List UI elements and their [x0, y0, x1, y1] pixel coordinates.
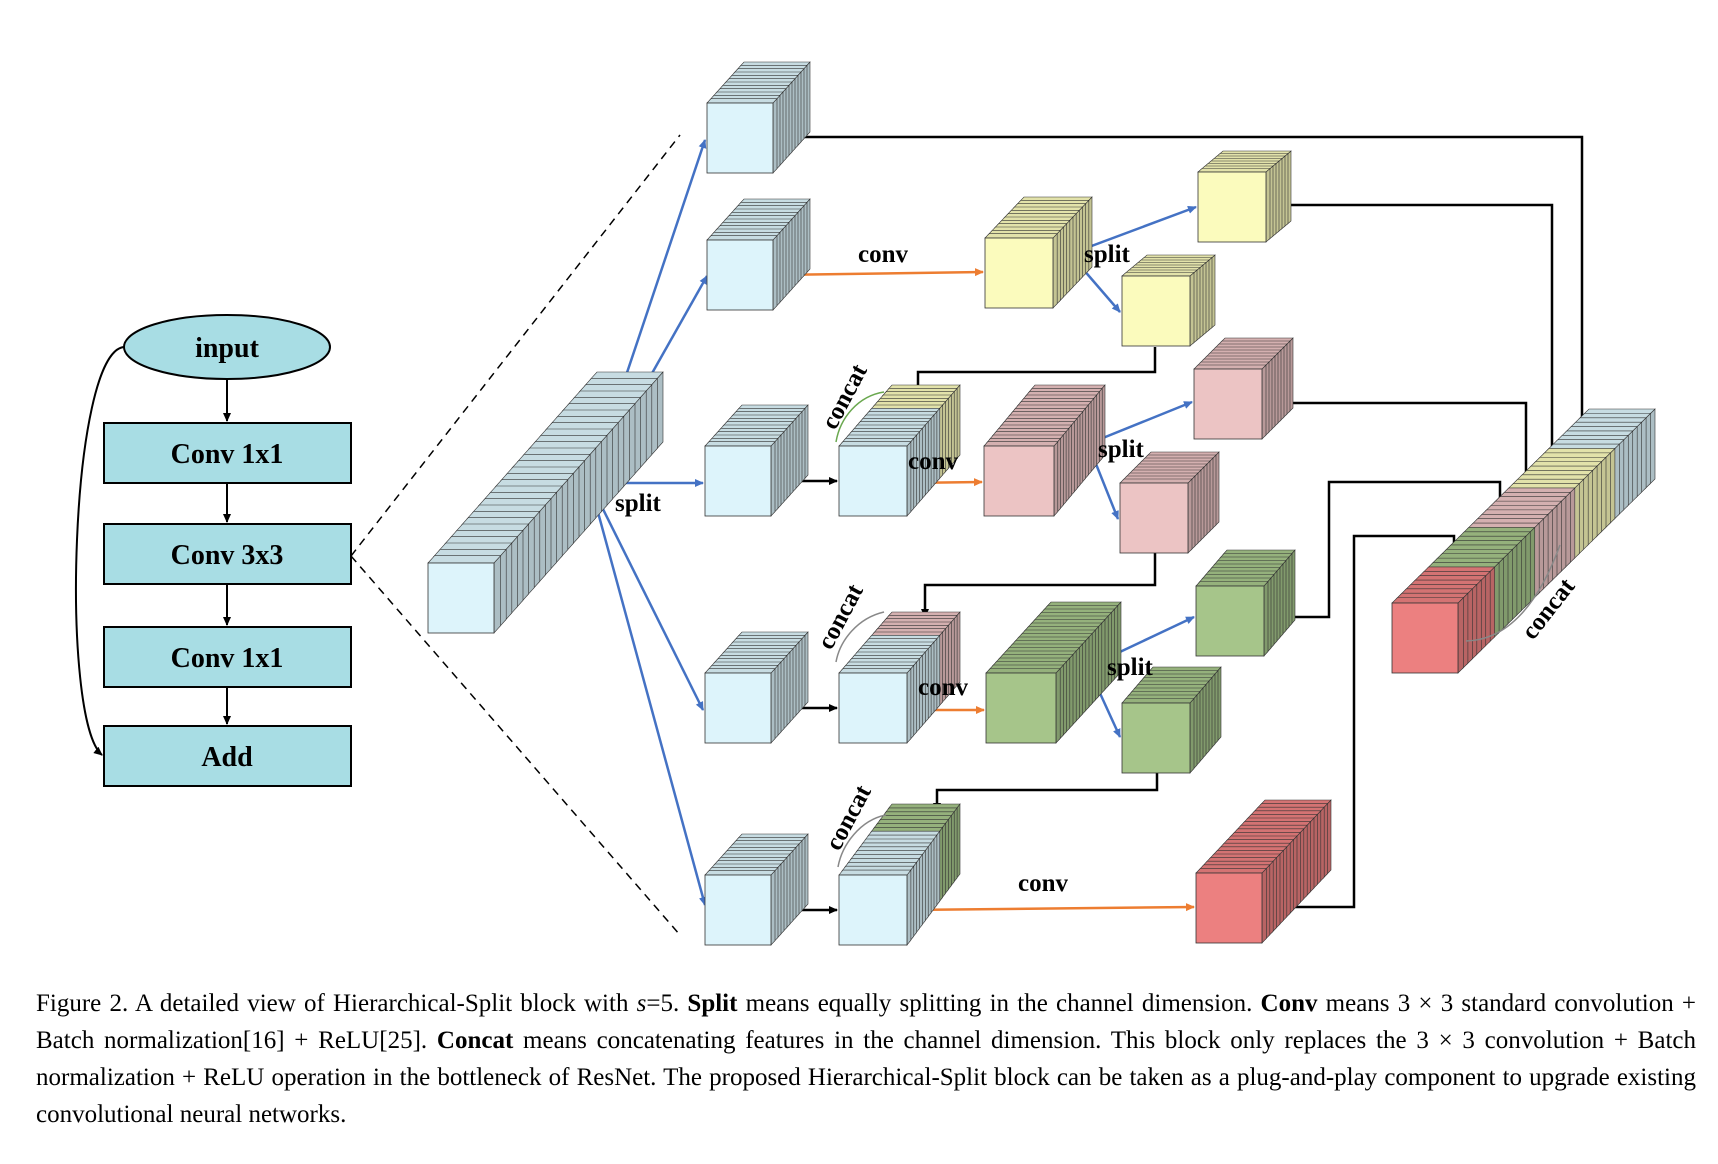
- split-arrow-5: [588, 482, 707, 906]
- subsplit-row4-bottom: [1121, 666, 1222, 774]
- final-output-tensor-front-face: [1391, 602, 1459, 674]
- split-4-tensor-front-face: [704, 672, 772, 744]
- conv-arrow-row2: [774, 268, 984, 277]
- conv-out-row2: [984, 196, 1093, 309]
- conv-out-row2-front-face: [984, 237, 1054, 309]
- concat-row4-front-face: [838, 672, 908, 744]
- subsplit-row3-bottom-front-face: [1119, 482, 1189, 554]
- feed-arrow-row4: [933, 773, 1159, 812]
- add-box: [103, 725, 352, 787]
- split-4-tensor: [704, 631, 809, 744]
- residual-arrow: [75, 346, 125, 756]
- subsplit-row3-bottom: [1119, 451, 1220, 554]
- split-label-row3: split: [1098, 436, 1145, 463]
- final-arrow-4: [1270, 480, 1504, 619]
- split-1-tensor-front-face: [706, 102, 774, 174]
- concat-row3: [838, 384, 961, 517]
- feed-arrow-row3: [921, 553, 1157, 618]
- final-output-tensor: [1391, 408, 1656, 674]
- caption-s-val: =5.: [646, 990, 688, 1017]
- subsplit-row2-bottom: [1121, 254, 1216, 347]
- final-arrow-2: [1265, 203, 1556, 461]
- concat-arc-final: [1465, 544, 1561, 642]
- conv-label-row4: conv: [918, 674, 969, 701]
- subsplit-row3-up: [1087, 400, 1193, 446]
- concat-arc-row4: [835, 611, 885, 663]
- feed-arrow-row2: [914, 347, 1157, 397]
- conv-out-row3-front-face: [983, 445, 1055, 517]
- zoom-line-bottom: [350, 555, 681, 936]
- split-arrow-4: [588, 482, 705, 711]
- conv1x1b-box: [103, 626, 352, 688]
- feature-tensors: [427, 61, 1656, 946]
- caption-conv-term: Conv: [1260, 990, 1318, 1017]
- conv-out-row4: [985, 601, 1122, 744]
- zoom-line-top: [350, 134, 681, 557]
- flowchart: input Conv 1x1 Conv 3x3 Conv 1x1 Add: [75, 134, 681, 936]
- subsplit-row2-bottom-front-face: [1121, 275, 1191, 347]
- caption-split-term: Split: [687, 990, 738, 1017]
- subsplit-row4-top-front-face: [1195, 585, 1265, 657]
- main-input-tensor-front-face: [427, 562, 495, 634]
- concat-label-row4: concat: [812, 579, 869, 654]
- caption-s-var: s: [636, 990, 647, 1017]
- concat-row5-front-face: [838, 874, 908, 946]
- concat-row4: [838, 611, 961, 744]
- conv1x1-label: Conv 1x1: [171, 439, 284, 470]
- conv-arrow-row5: [904, 903, 1195, 912]
- caption-lead: Figure 2. A detailed view of Hierarchica…: [36, 990, 637, 1017]
- final-arrow-1: [772, 135, 1586, 432]
- split-5-tensor: [704, 833, 809, 946]
- caption-split-def: means equally splitting in the channel d…: [737, 990, 1261, 1017]
- caption-concat-term: Concat: [436, 1027, 514, 1054]
- conv1x1-box: [103, 422, 352, 484]
- subsplit-row3-top: [1193, 337, 1294, 440]
- conv-out-row3: [983, 384, 1106, 517]
- split-2-tensor: [706, 198, 811, 311]
- conv-out-row5: [1195, 799, 1332, 944]
- split-label-row4: split: [1107, 654, 1154, 681]
- conv3x3-label: Conv 3x3: [171, 540, 284, 571]
- conv-label-row2: conv: [858, 241, 909, 268]
- final-arrow-3: [1262, 401, 1530, 491]
- main-input-tensor: [427, 371, 664, 634]
- input-node-label: input: [195, 333, 259, 364]
- concat-row3-front-face: [838, 445, 908, 517]
- concat-arc-row3: [835, 391, 885, 443]
- split-1-tensor: [706, 61, 811, 174]
- concat-row5: [838, 803, 961, 946]
- split-label-row2: split: [1084, 241, 1131, 268]
- subsplit-row2-top-front-face: [1197, 171, 1267, 243]
- split-3-tensor-front-face: [704, 445, 772, 517]
- split-3-tensor: [704, 404, 809, 517]
- split-2-tensor-front-face: [706, 239, 774, 311]
- caption-concat-def: means concatenating features in the chan…: [36, 1027, 1696, 1128]
- split-5-tensor-front-face: [704, 874, 772, 946]
- conv3x3-box: [103, 523, 352, 585]
- concat-arc-row5: [837, 814, 887, 868]
- conv-label-row5: conv: [1018, 870, 1069, 897]
- conv-out-row4-front-face: [985, 672, 1057, 744]
- split-label-main: split: [615, 490, 662, 517]
- concat-curves: [835, 391, 1561, 868]
- hierarchical-split-diagram: input Conv 1x1 Conv 3x3 Conv 1x1 Add: [75, 61, 1656, 946]
- figure-caption: Figure 2. A detailed view of Hierarchica…: [36, 985, 1696, 1133]
- caption-conv-def: means 3 × 3 standard convolution + Batch…: [36, 990, 1696, 1054]
- subsplit-row4-bottom-front-face: [1121, 702, 1191, 774]
- subsplit-row2-top: [1197, 150, 1292, 243]
- subsplit-row3-top-front-face: [1193, 368, 1263, 440]
- add-label: Add: [201, 742, 253, 773]
- subsplit-row4-top: [1195, 549, 1296, 657]
- conv-label-row3: conv: [908, 448, 959, 475]
- conv1x1b-label: Conv 1x1: [171, 643, 284, 674]
- conv-out-row5-front-face: [1195, 872, 1263, 944]
